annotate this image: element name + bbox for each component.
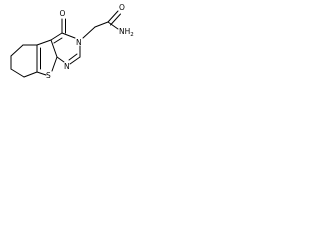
bond-c4a-c4-inner [53, 37, 63, 44]
bond-c4b-c4a [36, 39, 52, 46]
atom-n1: N [64, 62, 70, 71]
atom-n3: N [76, 38, 82, 47]
bond-c2-n1 [69, 56, 81, 65]
bond-c4-n3 [61, 32, 76, 39]
acetamide-chain [82, 10, 121, 39]
molecule-structure: O N N S O NH2 [10, 3, 134, 80]
atom-o-amide: O [119, 3, 125, 12]
bond-camide-o [107, 10, 119, 23]
bond-c8-c7 [10, 44, 24, 57]
bond-c4a-c4 [50, 32, 63, 41]
bond-c9a-s [51, 56, 58, 72]
atom-s: S [46, 71, 51, 80]
bond-ch2-camide [94, 21, 109, 28]
bond-n3-ch2 [82, 26, 96, 39]
pyrimidinone-ring [50, 32, 81, 65]
ketone-carbonyl [61, 18, 66, 34]
bond-c4a-c9a [50, 39, 58, 58]
bond-n1-c9a [56, 56, 65, 63]
atom-nh2-subscript: 2 [130, 32, 134, 38]
bond-s-c8a [36, 71, 47, 76]
bond-c2-n1-double [68, 53, 78, 61]
atom-nh2-main: NH [119, 27, 130, 36]
bond-c5-c4b [23, 71, 38, 78]
atom-nh2: NH2 [119, 27, 134, 38]
bond-c6-c5 [10, 68, 25, 78]
atom-o-ketone: O [60, 9, 66, 18]
structure-canvas: O N N S O NH2 [0, 0, 145, 98]
cyclohexane-ring [10, 44, 38, 78]
thiophene-ring [36, 39, 58, 76]
bond-camide-n [107, 21, 119, 30]
bond-camide-o-double [110, 13, 121, 26]
